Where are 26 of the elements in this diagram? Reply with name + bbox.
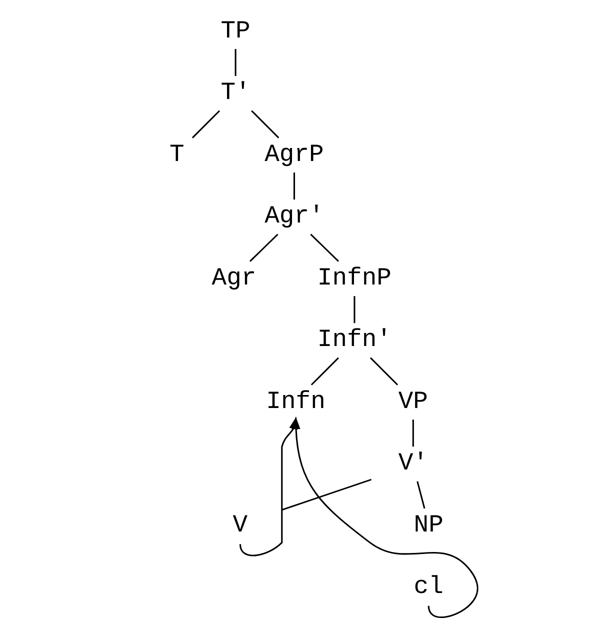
connector [249, 234, 278, 262]
node-text: InfnP [316, 264, 392, 292]
node-text: Infn [266, 388, 325, 416]
connector [416, 481, 425, 509]
node-text: T' [220, 79, 250, 108]
connector [310, 357, 338, 386]
node-text: V' [398, 450, 428, 478]
node-text: T [168, 140, 184, 169]
connector [250, 110, 279, 138]
node-text: NP [413, 511, 443, 540]
connector [369, 357, 398, 386]
node-text: AgrP [264, 140, 324, 169]
connector [292, 172, 295, 200]
node-text: cl [413, 573, 443, 602]
connector [282, 478, 372, 510]
connector [310, 234, 338, 262]
node-text: VP [398, 388, 428, 416]
node-text: Infn' [316, 326, 392, 354]
connector [353, 296, 355, 324]
node-text: Agr' [264, 202, 324, 231]
connector [412, 420, 414, 447]
node-text: TP [220, 17, 250, 46]
connector [191, 110, 220, 138]
node-text: Agr [211, 264, 256, 292]
connector [234, 48, 236, 76]
node-text: V [232, 511, 248, 540]
